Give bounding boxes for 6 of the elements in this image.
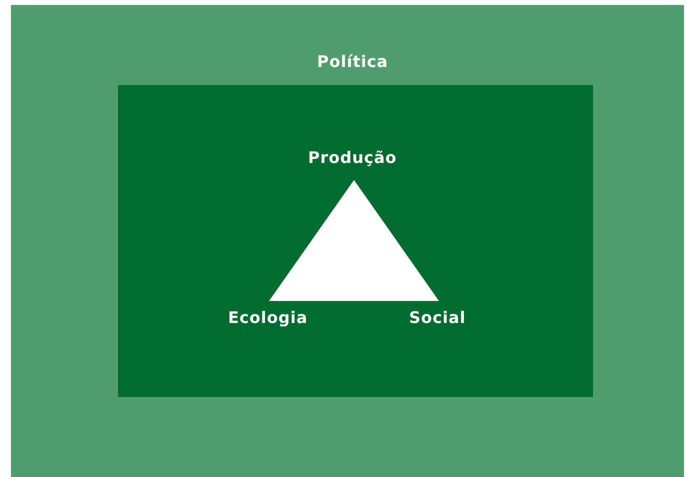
outer-panel bbox=[11, 5, 684, 477]
inner-panel bbox=[118, 85, 593, 397]
vertex-label: Ecologia bbox=[228, 308, 308, 327]
panel-title: Política bbox=[317, 52, 388, 71]
vertex-label: Social bbox=[409, 308, 466, 327]
vertex-label: Produção bbox=[308, 148, 397, 167]
